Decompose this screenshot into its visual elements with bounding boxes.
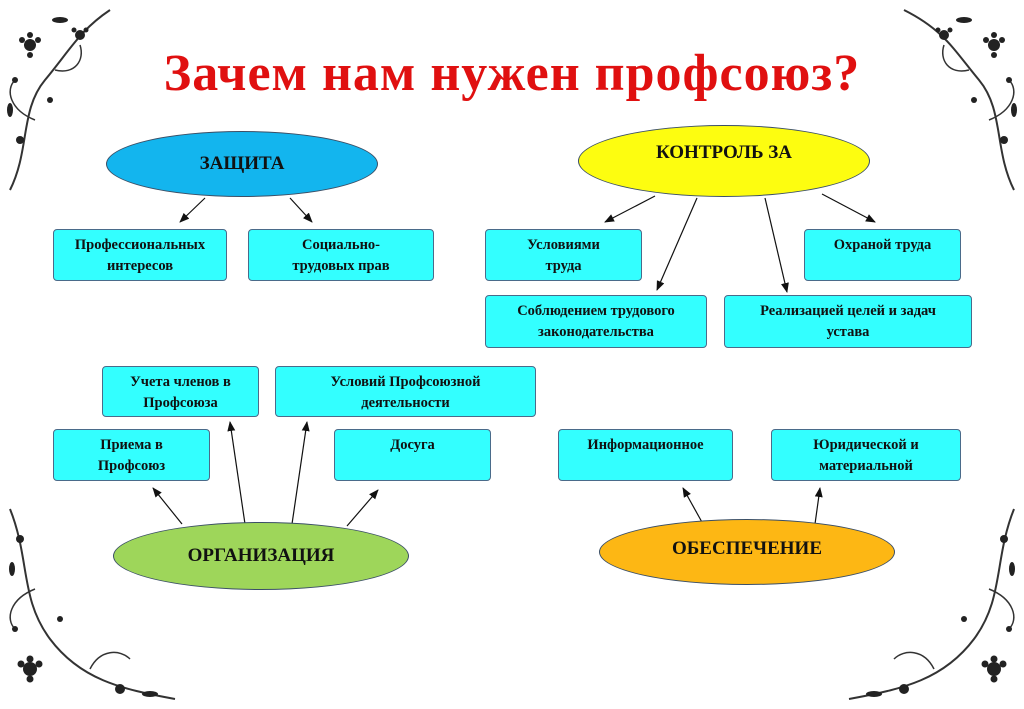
arrow-org-dosuga — [346, 489, 379, 527]
arrow-obesp-info — [682, 487, 704, 525]
floral-ornament-bottom-left — [9, 508, 176, 700]
group-oval-kontrol: КОНТРОЛЬ ЗА — [578, 125, 870, 197]
box-working-conditions: Условиями труда — [485, 229, 642, 281]
group-oval-zashita: ЗАЩИТА — [106, 131, 378, 197]
arrow-zashita-professional — [179, 197, 206, 223]
floral-ornament-top-right — [903, 9, 1017, 191]
arrow-kontrol-ohrana — [821, 193, 876, 223]
box-professional-interests: Профессиональных интересов — [53, 229, 227, 281]
box-label: Учета членов в Профсоюза — [130, 374, 231, 411]
box-label: Охраной труда — [833, 237, 932, 253]
floral-ornament-bottom-right — [848, 508, 1015, 700]
box-admission: Приема в Профсоюз — [53, 429, 210, 481]
box-label: Условиями труда — [527, 237, 600, 274]
group-oval-obespechenie: ОБЕСПЕЧЕНИЕ — [599, 519, 895, 585]
box-legal-material: Юридической и материальной — [771, 429, 961, 481]
arrow-org-priema — [152, 487, 183, 525]
box-label: Информационное — [587, 437, 704, 453]
box-union-activity-conditions: Условий Профсоюзной деятельности — [275, 366, 536, 417]
box-label: Условий Профсоюзной деятельности — [330, 374, 481, 411]
page-title: Зачем нам нужен профсоюз? — [163, 45, 861, 102]
box-informational: Информационное — [558, 429, 733, 481]
arrow-kontrol-usloviya — [604, 195, 656, 223]
box-leisure: Досуга — [334, 429, 491, 481]
arrow-zashita-social — [289, 197, 313, 223]
group-oval-organizaciya: ОРГАНИЗАЦИЯ — [113, 522, 409, 590]
box-label: Реализацией целей и задач устава — [760, 303, 936, 340]
arrow-kontrol-realizaciya — [764, 197, 789, 293]
arrow-org-usloviy — [291, 421, 310, 525]
box-label: Юридической и материальной — [813, 437, 919, 474]
box-membership-accounting: Учета членов в Профсоюза — [102, 366, 259, 417]
box-label: Приема в Профсоюз — [97, 437, 166, 474]
arrow-obesp-yurid — [814, 487, 823, 525]
box-labor-law-compliance: Соблюдением трудового законодательства — [485, 295, 707, 348]
arrow-org-ucheta — [227, 421, 246, 525]
box-label: Профессиональных интересов — [74, 237, 206, 274]
box-labor-protection: Охраной труда — [804, 229, 961, 281]
box-label: Социально- трудовых прав — [292, 237, 390, 274]
box-social-labor-rights: Социально- трудовых прав — [248, 229, 434, 281]
arrow-kontrol-soblyudenie — [656, 197, 698, 291]
box-label: Досуга — [390, 437, 435, 453]
box-label: Соблюдением трудового законодательства — [517, 303, 675, 340]
box-charter-goals: Реализацией целей и задач устава — [724, 295, 972, 348]
floral-ornament-top-left — [7, 9, 111, 191]
